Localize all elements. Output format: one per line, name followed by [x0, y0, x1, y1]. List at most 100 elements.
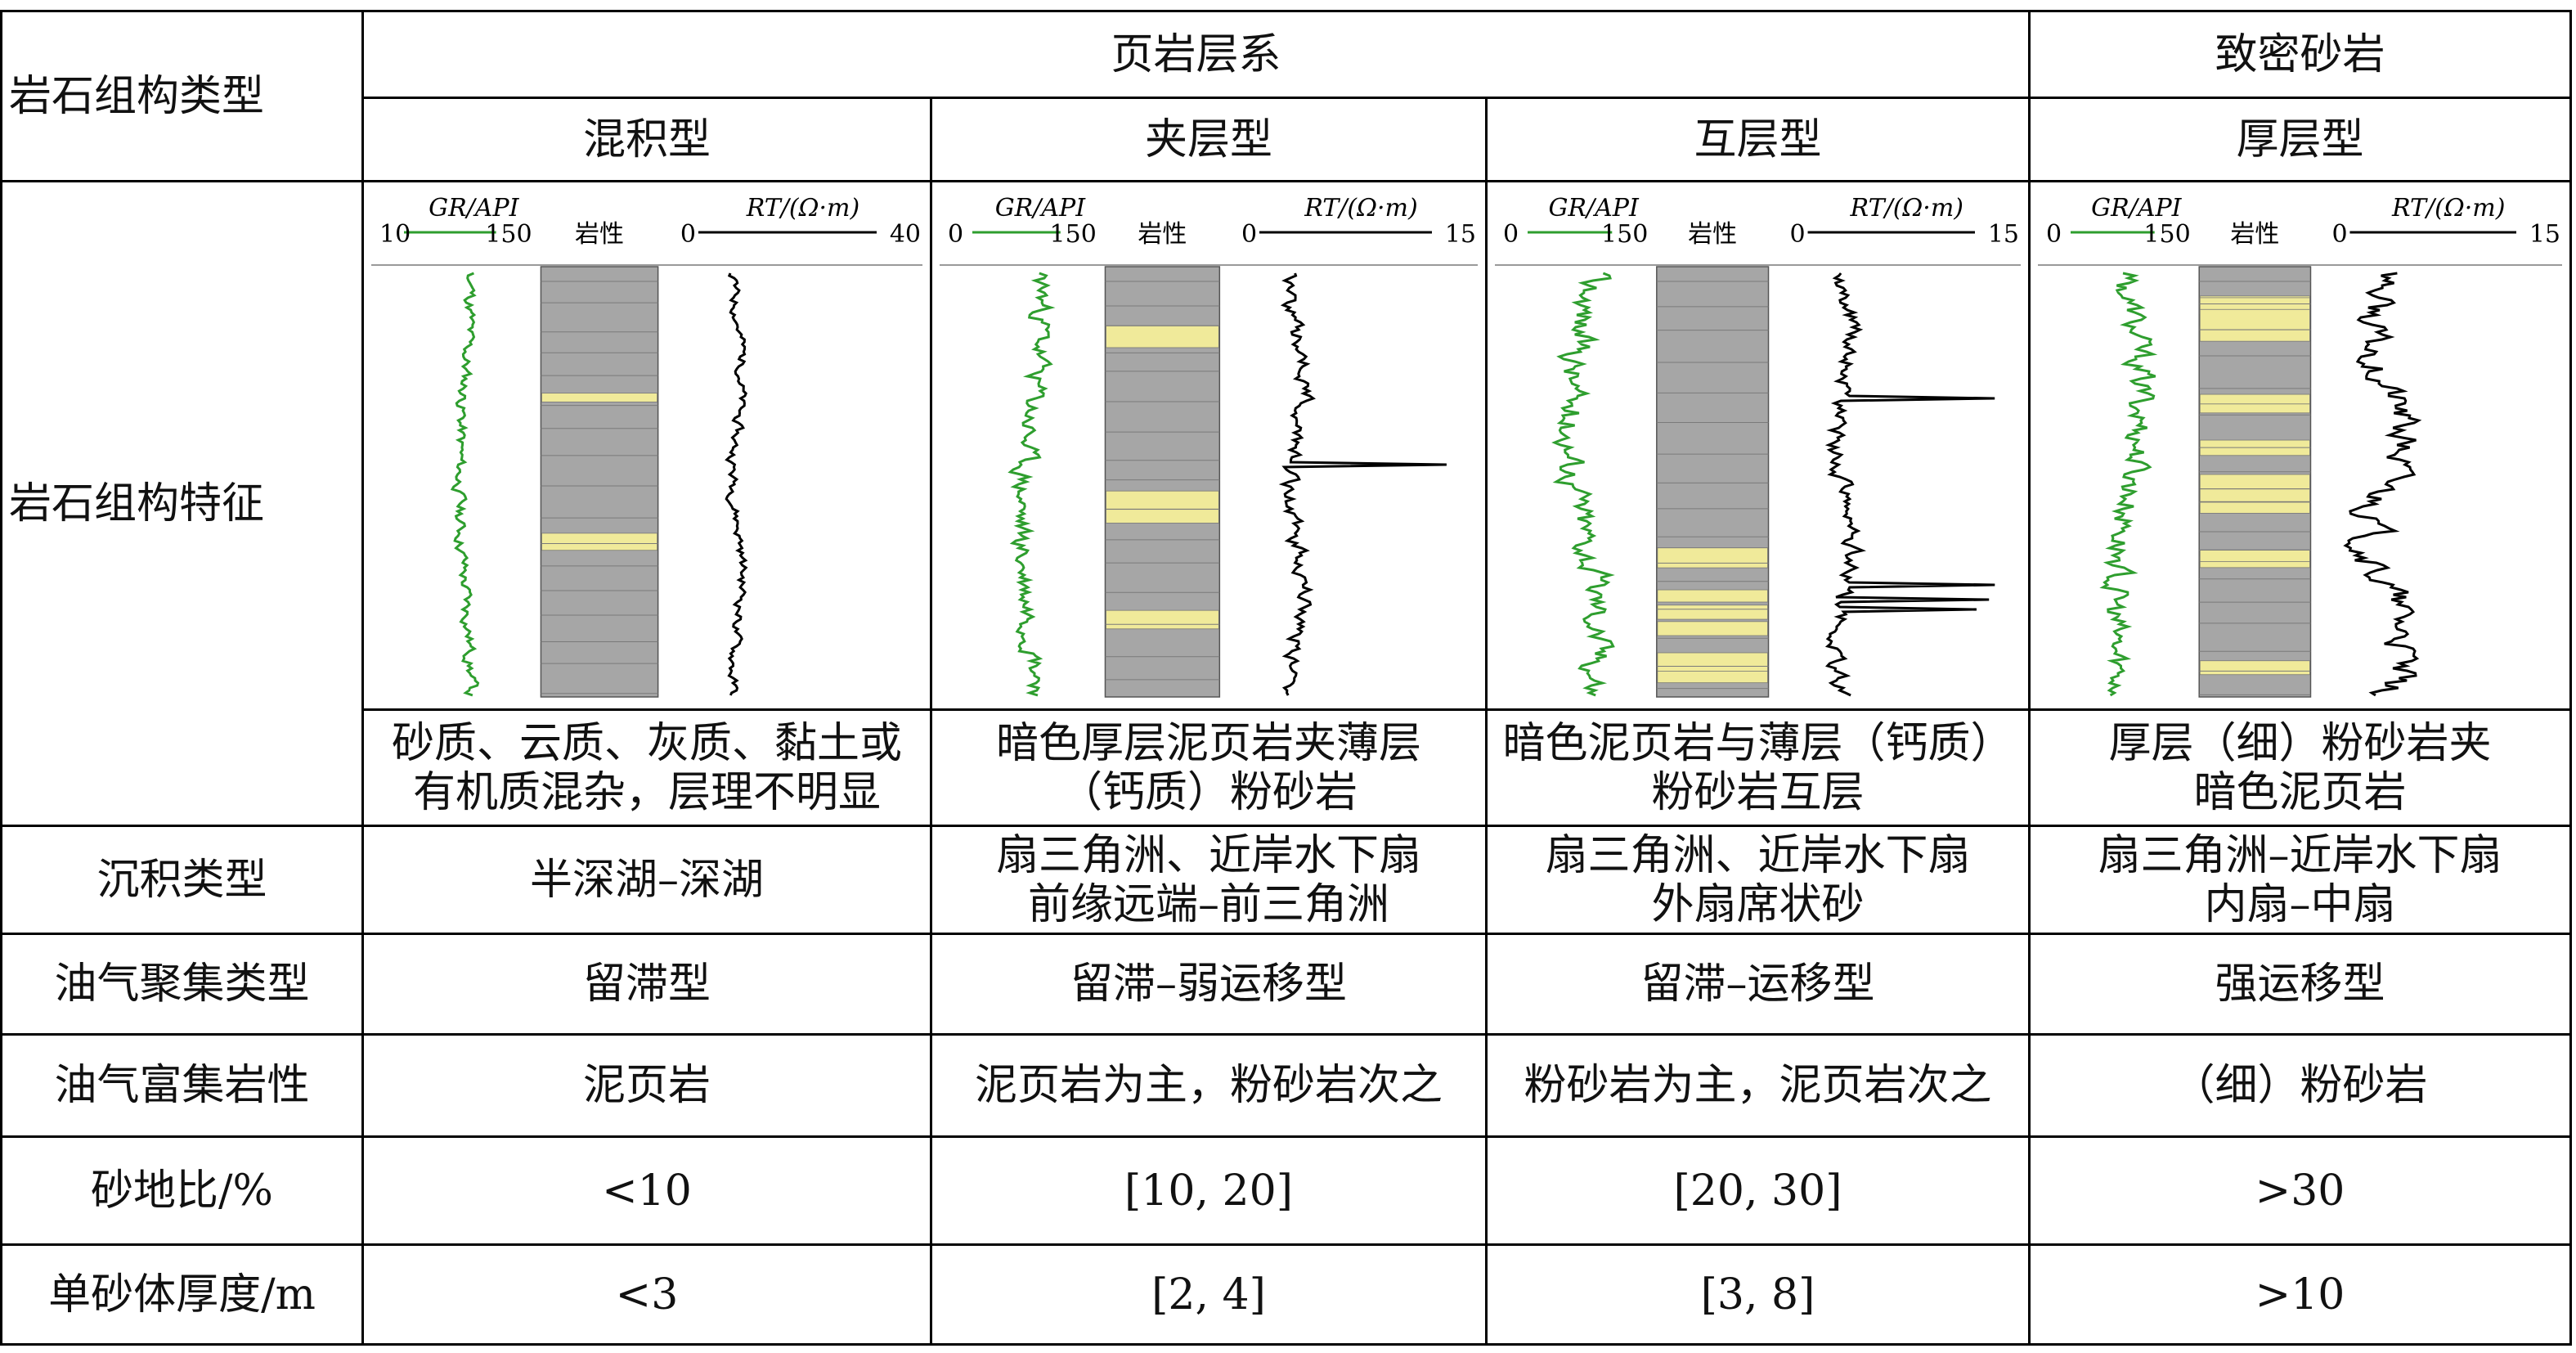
gr-curve [1008, 272, 1056, 697]
group-tight-sandstone: 致密砂岩 [2215, 29, 2385, 79]
lith-axis-title: 岩性 [1688, 220, 1737, 249]
rt-curve [1824, 272, 1995, 697]
gr-axis-max: 150 [485, 220, 532, 249]
gr-axis-min: 0 [2046, 220, 2062, 249]
grid-v-1 [361, 10, 364, 1346]
lith-sand-bed [541, 533, 658, 551]
group-shale-series: 页岩层系 [1111, 29, 1281, 79]
gr-curve [450, 272, 480, 697]
well-log-svg-4: GR/API 0 150 岩性 RT/(Ω·m) 0 15 [2038, 194, 2562, 698]
gr-axis-title: GR/API [2091, 194, 2183, 223]
rt-axis-title: RT/(Ω·m) [1304, 194, 1417, 223]
grid-v-0 [0, 10, 2, 1346]
well-log-svg-3: GR/API 0 150 岩性 RT/(Ω·m) 0 15 [1495, 194, 2021, 698]
grid-v-2 [930, 97, 932, 1346]
row-label-rock-fabric-type: 岩石组构类型 [9, 71, 265, 121]
thickness-col-3: [3, 8] [1700, 1270, 1815, 1319]
enrichment-col-2: 泥页岩为主，粉砂岩次之 [974, 1061, 1443, 1110]
grid-v-5 [2569, 10, 2572, 1346]
gr-axis-title: GR/API [1548, 194, 1640, 223]
type-col-3: 互层型 [1694, 115, 1822, 164]
grid-h-8 [0, 1243, 2572, 1246]
lith-sand-bed [2199, 660, 2310, 676]
grid-h-2 [0, 180, 2572, 182]
lith-sand-bed [1657, 605, 1768, 620]
enrichment-col-1: 泥页岩 [582, 1061, 711, 1110]
grid-h-6 [0, 1033, 2572, 1036]
accumulation-col-1: 留滞型 [582, 960, 711, 1009]
lith-sand-bed [1657, 547, 1768, 569]
gr-curve [1551, 272, 1615, 697]
row-label-single-sand-thickness: 单砂体厚度/m [48, 1270, 316, 1319]
rt-axis-max: 15 [1988, 220, 2019, 249]
thickness-col-1: <3 [615, 1270, 679, 1319]
accumulation-col-2: 留滞–弱运移型 [1070, 960, 1347, 1009]
row-label-sedimentary-type: 沉积类型 [96, 855, 267, 905]
rt-axis-max: 15 [1445, 220, 1476, 249]
lith-shale-column [540, 266, 659, 698]
enrichment-col-3: 粉砂岩为主，泥页岩次之 [1524, 1061, 1992, 1110]
description-col-3: 暗色泥页岩与薄层（钙质）粉砂岩互层 [1502, 718, 2013, 817]
sedimentary-col-3: 扇三角洲、近岸水下扇外扇席状砂 [1545, 830, 1971, 929]
sedimentary-col-2: 扇三角洲、近岸水下扇前缘远端–前三角洲 [995, 830, 1421, 929]
lith-sand-bed [1106, 609, 1219, 630]
lith-sand-bed [1657, 589, 1768, 603]
row-label-accumulation-type: 油气聚集类型 [54, 960, 310, 1009]
sand-ratio-col-2: [10, 20] [1124, 1166, 1293, 1216]
grid-h-bottom [0, 1343, 2572, 1346]
well-log-col-4: GR/API 0 150 岩性 RT/(Ω·m) 0 15 [2035, 185, 2565, 707]
rt-axis-title: RT/(Ω·m) [2391, 194, 2505, 223]
lith-sand-bed [1106, 490, 1219, 510]
accumulation-col-4: 强运移型 [2215, 960, 2385, 1009]
grid-h-3 [361, 708, 2572, 711]
rt-axis-min: 0 [680, 220, 696, 249]
gr-axis-min: 0 [1503, 220, 1519, 249]
sand-ratio-col-4: >30 [2255, 1166, 2345, 1216]
grid-h-5 [0, 933, 2572, 935]
lith-sand-bed [1657, 652, 1768, 672]
sedimentary-col-4: 扇三角洲–近岸水下扇内扇–中扇 [2098, 830, 2502, 929]
rt-axis-max: 15 [2529, 220, 2560, 249]
lith-sand-bed [541, 393, 658, 402]
type-col-4: 厚层型 [2236, 115, 2364, 164]
grid-h-1 [361, 97, 2572, 99]
lith-sand-bed [2199, 501, 2310, 514]
gr-axis-max: 150 [1050, 220, 1097, 249]
row-label-enrichment-lithology: 油气富集岩性 [54, 1061, 310, 1110]
rt-axis-max: 40 [890, 220, 921, 249]
lith-sand-bed [2199, 308, 2310, 330]
thickness-col-4: >10 [2255, 1270, 2345, 1319]
lith-sand-bed [2199, 549, 2310, 563]
grid-h-4 [0, 825, 2572, 827]
gr-axis-max: 150 [2143, 220, 2190, 249]
rt-axis-title: RT/(Ω·m) [1850, 194, 1963, 223]
gr-axis-min: 0 [948, 220, 963, 249]
description-col-2: 暗色厚层泥页岩夹薄层（钙质）粉砂岩 [995, 718, 1421, 817]
rt-axis-min: 0 [2331, 220, 2347, 249]
grid-h-top [0, 10, 2572, 12]
rt-axis-min: 0 [1790, 220, 1806, 249]
gr-axis-min: 10 [379, 220, 411, 249]
sedimentary-col-1: 半深湖–深湖 [529, 855, 764, 905]
description-col-1: 砂质、云质、灰质、黏土或有机质混杂，层理不明显 [391, 718, 902, 817]
thickness-col-2: [2, 4] [1151, 1270, 1266, 1319]
rt-curve [1278, 272, 1447, 696]
row-label-rock-fabric-feature: 岩石组构特征 [9, 479, 265, 528]
rt-curve [725, 272, 748, 696]
grid-v-3 [1485, 97, 1488, 1346]
rt-curve [2343, 272, 2422, 697]
gr-axis-max: 150 [1601, 220, 1648, 249]
well-log-col-3: GR/API 0 150 岩性 RT/(Ω·m) 0 15 [1492, 185, 2024, 707]
lith-axis-title: 岩性 [2230, 220, 2279, 249]
lith-sand-bed [2199, 403, 2310, 414]
row-label-sand-ratio: 砂地比/% [91, 1166, 273, 1216]
rt-axis-min: 0 [1241, 220, 1257, 249]
sand-ratio-col-3: [20, 30] [1673, 1166, 1842, 1216]
gr-axis-title: GR/API [429, 194, 520, 223]
gr-axis-title: GR/API [995, 194, 1087, 223]
accumulation-col-3: 留滞–运移型 [1640, 960, 1875, 1009]
grid-v-4 [2028, 10, 2031, 1346]
